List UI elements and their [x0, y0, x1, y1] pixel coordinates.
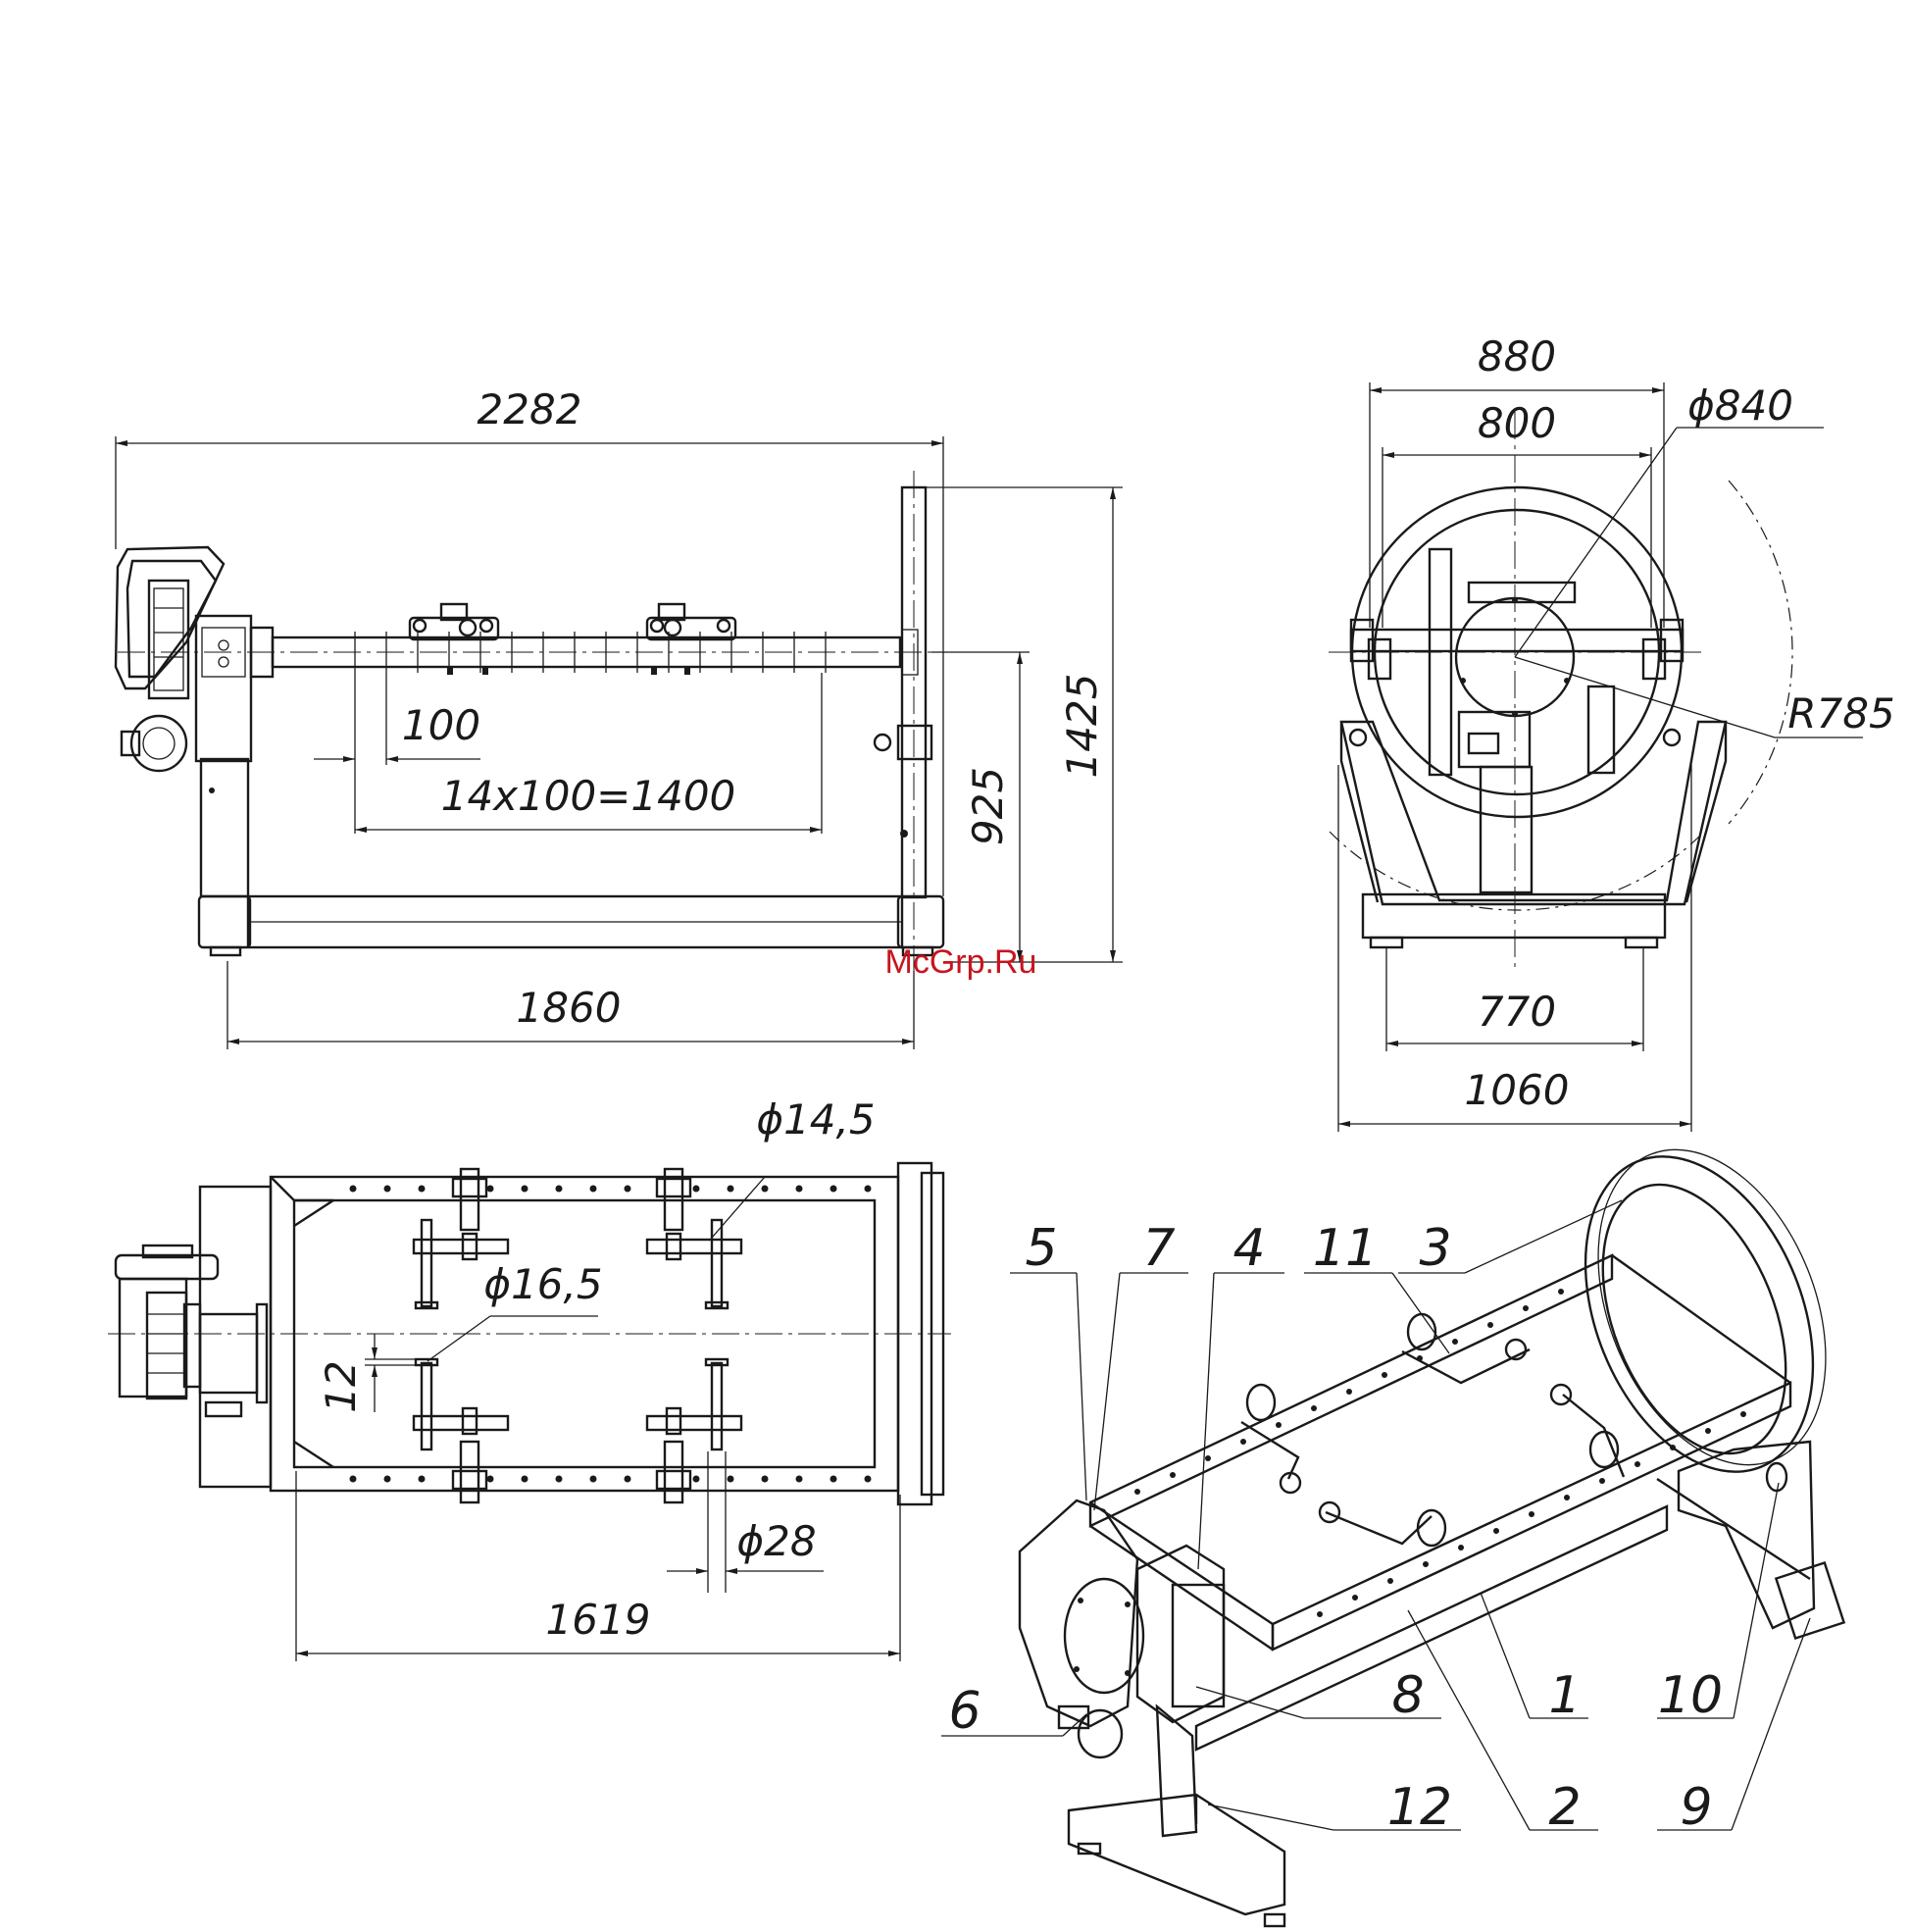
position-3: 3 — [1419, 1219, 1451, 1278]
position-7: 7 — [1142, 1219, 1175, 1278]
iso-beam-holes — [1134, 1289, 1746, 1617]
dim-frame-length: 1619 — [546, 1596, 651, 1644]
position-1: 1 — [1548, 1666, 1581, 1725]
dim-tube-diameter: ϕ28 — [736, 1517, 816, 1565]
control-box — [196, 616, 251, 761]
dim-overall-height: 1425 — [1058, 674, 1106, 779]
position-8: 8 — [1391, 1666, 1424, 1725]
clamp — [410, 604, 498, 675]
iso-right-support — [1679, 1442, 1814, 1628]
iso-clamp — [1551, 1385, 1624, 1477]
top-view: ϕ14,5 ϕ16,5 12 ϕ28 1619 — [108, 1095, 951, 1661]
support-frame — [1341, 722, 1726, 904]
isometric-view: 5 7 4 11 3 6 8 1 10 12 2 9 — [941, 1116, 1869, 1926]
position-9: 9 — [1680, 1778, 1712, 1837]
dim-base-width: 1060 — [1465, 1066, 1570, 1114]
dim-offset-12: 12 — [317, 1360, 365, 1412]
dim-width-inner: 800 — [1478, 399, 1556, 447]
position-12: 12 — [1387, 1778, 1452, 1837]
position-10: 10 — [1658, 1666, 1723, 1725]
clamp — [647, 604, 735, 675]
dim-ring-diameter: ϕ840 — [1687, 381, 1793, 430]
dim-axis-height: 925 — [964, 767, 1012, 845]
position-2: 2 — [1548, 1778, 1581, 1837]
left-column — [201, 759, 248, 896]
drive-plate — [200, 1187, 271, 1487]
iso-left-support — [1020, 1500, 1137, 1726]
end-view: 880 800 ϕ840 R785 770 1060 — [1329, 332, 1895, 1132]
watermark: McGrp.Ru — [885, 943, 1037, 981]
iso-clamp — [1241, 1385, 1300, 1493]
dim-hole-row: 14x100=1400 — [441, 772, 736, 820]
iso-base — [1196, 1506, 1667, 1750]
dim-overall-length: 2282 — [478, 385, 582, 433]
dim-hole-small: ϕ14,5 — [756, 1095, 875, 1144]
position-6: 6 — [948, 1682, 981, 1741]
position-11: 11 — [1313, 1219, 1378, 1278]
dim-feet-span: 770 — [1478, 988, 1556, 1036]
rail-holes-top — [350, 1186, 872, 1193]
position-4: 4 — [1232, 1219, 1265, 1278]
iso-clamp — [1320, 1502, 1445, 1546]
rail-holes-bottom — [350, 1476, 872, 1483]
dim-base-length: 1860 — [517, 984, 622, 1032]
dim-hole-large: ϕ16,5 — [483, 1260, 602, 1308]
position-5: 5 — [1025, 1219, 1057, 1278]
dim-width-outer: 880 — [1478, 332, 1556, 381]
dim-rotation-radius: R785 — [1787, 689, 1894, 737]
clamp-pin — [414, 1359, 508, 1502]
dim-hole-pitch: 100 — [402, 701, 480, 749]
